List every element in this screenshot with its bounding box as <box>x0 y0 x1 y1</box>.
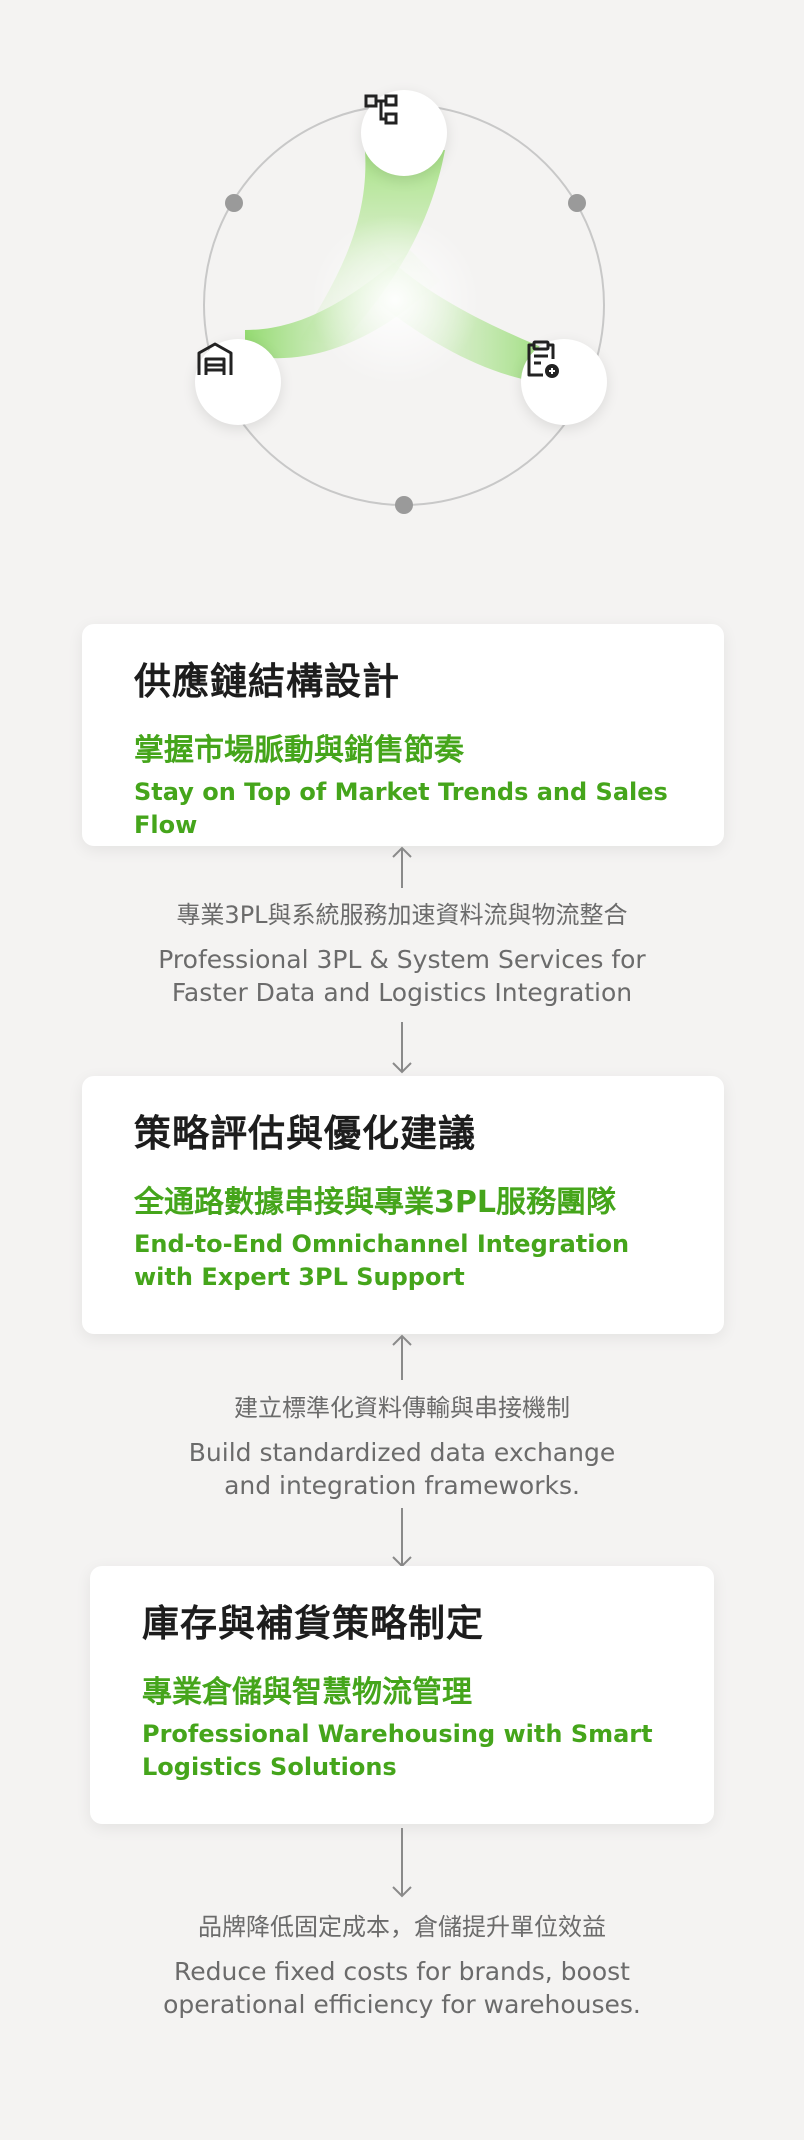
connector-en: Professional 3PL & System Services for F… <box>158 945 646 1008</box>
connector-zh: 建立標準化資料傳輸與串接機制 <box>234 1394 570 1422</box>
hero-diagram <box>0 0 804 560</box>
connector-zh: 專業3PL與系統服務加速資料流與物流整合 <box>176 901 628 929</box>
connector-en: Reduce fixed costs for brands, boost ope… <box>163 1957 641 2020</box>
card-subtitle-zh: 專業倉儲與智慧物流管理 <box>142 1675 472 1711</box>
clipboard-delivery-icon <box>527 340 559 378</box>
connector-text-2: 建立標準化資料傳輸與串接機制 Build standardized data e… <box>0 1393 804 1502</box>
cycle-dot <box>395 496 413 514</box>
step-card-strategy-evaluation: 策略評估與優化建議 全通路數據串接與專業3PL服務團隊 End-to-End O… <box>82 1076 724 1334</box>
card-subtitle-zh: 全通路數據串接與專業3PL服務團隊 <box>134 1185 616 1221</box>
node-structure <box>361 90 447 176</box>
center-glow <box>310 215 480 385</box>
card-subtitle-en: End-to-End Omnichannel Integration with … <box>134 1229 630 1291</box>
connector-text-1: 專業3PL與系統服務加速資料流與物流整合 Professional 3PL & … <box>0 900 804 1009</box>
step-card-inventory-strategy: 庫存與補貨策略制定 專業倉儲與智慧物流管理 Professional Wareh… <box>90 1566 714 1824</box>
hierarchy-icon <box>364 94 398 125</box>
card-title: 供應鏈結構設計 <box>134 660 400 703</box>
connector-text-3: 品牌降低固定成本，倉儲提升單位效益 Reduce fixed costs for… <box>0 1912 804 2021</box>
card-title: 策略評估與優化建議 <box>134 1112 476 1155</box>
card-title: 庫存與補貨策略制定 <box>142 1602 484 1645</box>
arrow-down-icon <box>392 1508 412 1568</box>
card-subtitle-zh: 掌握市場脈動與銷售節奏 <box>134 733 464 769</box>
node-inventory <box>521 339 607 425</box>
card-subtitle-en: Professional Warehousing with Smart Logi… <box>142 1719 653 1781</box>
node-warehouse <box>195 339 281 425</box>
card-subtitle-en: Stay on Top of Market Trends and Sales F… <box>134 777 668 839</box>
connector-en: Build standardized data exchange and int… <box>188 1438 616 1501</box>
arrow-up-icon <box>392 846 412 888</box>
arrow-up-icon <box>392 1334 412 1380</box>
arrow-down-icon <box>392 1828 412 1898</box>
warehouse-icon <box>197 342 233 375</box>
cycle-dot <box>225 194 243 212</box>
arrow-down-icon <box>392 1022 412 1074</box>
connector-zh: 品牌降低固定成本，倉儲提升單位效益 <box>198 1913 606 1941</box>
cycle-dot <box>568 194 586 212</box>
cycle-graphic <box>203 104 605 514</box>
step-card-structure-design: 供應鏈結構設計 掌握市場脈動與銷售節奏 Stay on Top of Marke… <box>82 624 724 846</box>
